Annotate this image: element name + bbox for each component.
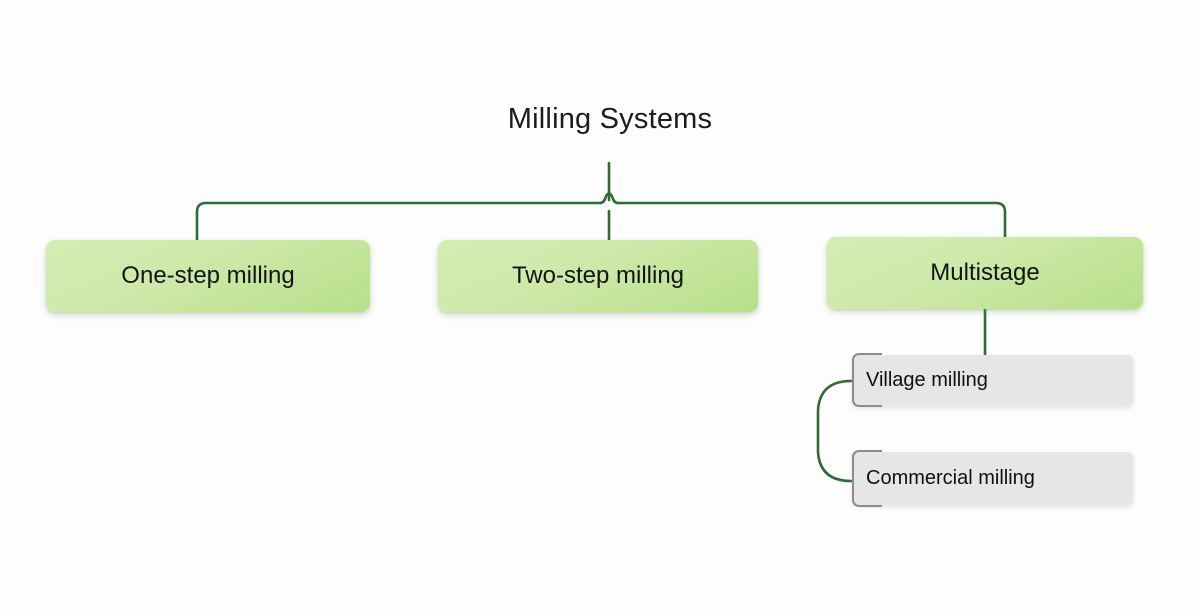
edge-bus-right xyxy=(616,201,1007,239)
node-multistage[interactable]: Multistage xyxy=(827,237,1143,309)
node-label: Commercial milling xyxy=(866,467,1035,489)
node-commercial-milling[interactable]: Commercial milling xyxy=(852,452,1133,505)
node-two-step-milling[interactable]: Two-step milling xyxy=(438,240,758,312)
node-label: Village milling xyxy=(866,369,988,391)
edge-bus-left xyxy=(195,201,602,242)
edge-multistage-children-bracket xyxy=(816,379,853,483)
node-village-milling[interactable]: Village milling xyxy=(852,355,1133,406)
node-label: Multistage xyxy=(930,259,1040,286)
node-label: One-step milling xyxy=(121,262,295,289)
node-one-step-milling[interactable]: One-step milling xyxy=(46,240,370,312)
page-title: Milling Systems xyxy=(507,103,713,135)
node-label: Two-step milling xyxy=(511,262,685,289)
edge-bus-hop xyxy=(598,192,620,205)
